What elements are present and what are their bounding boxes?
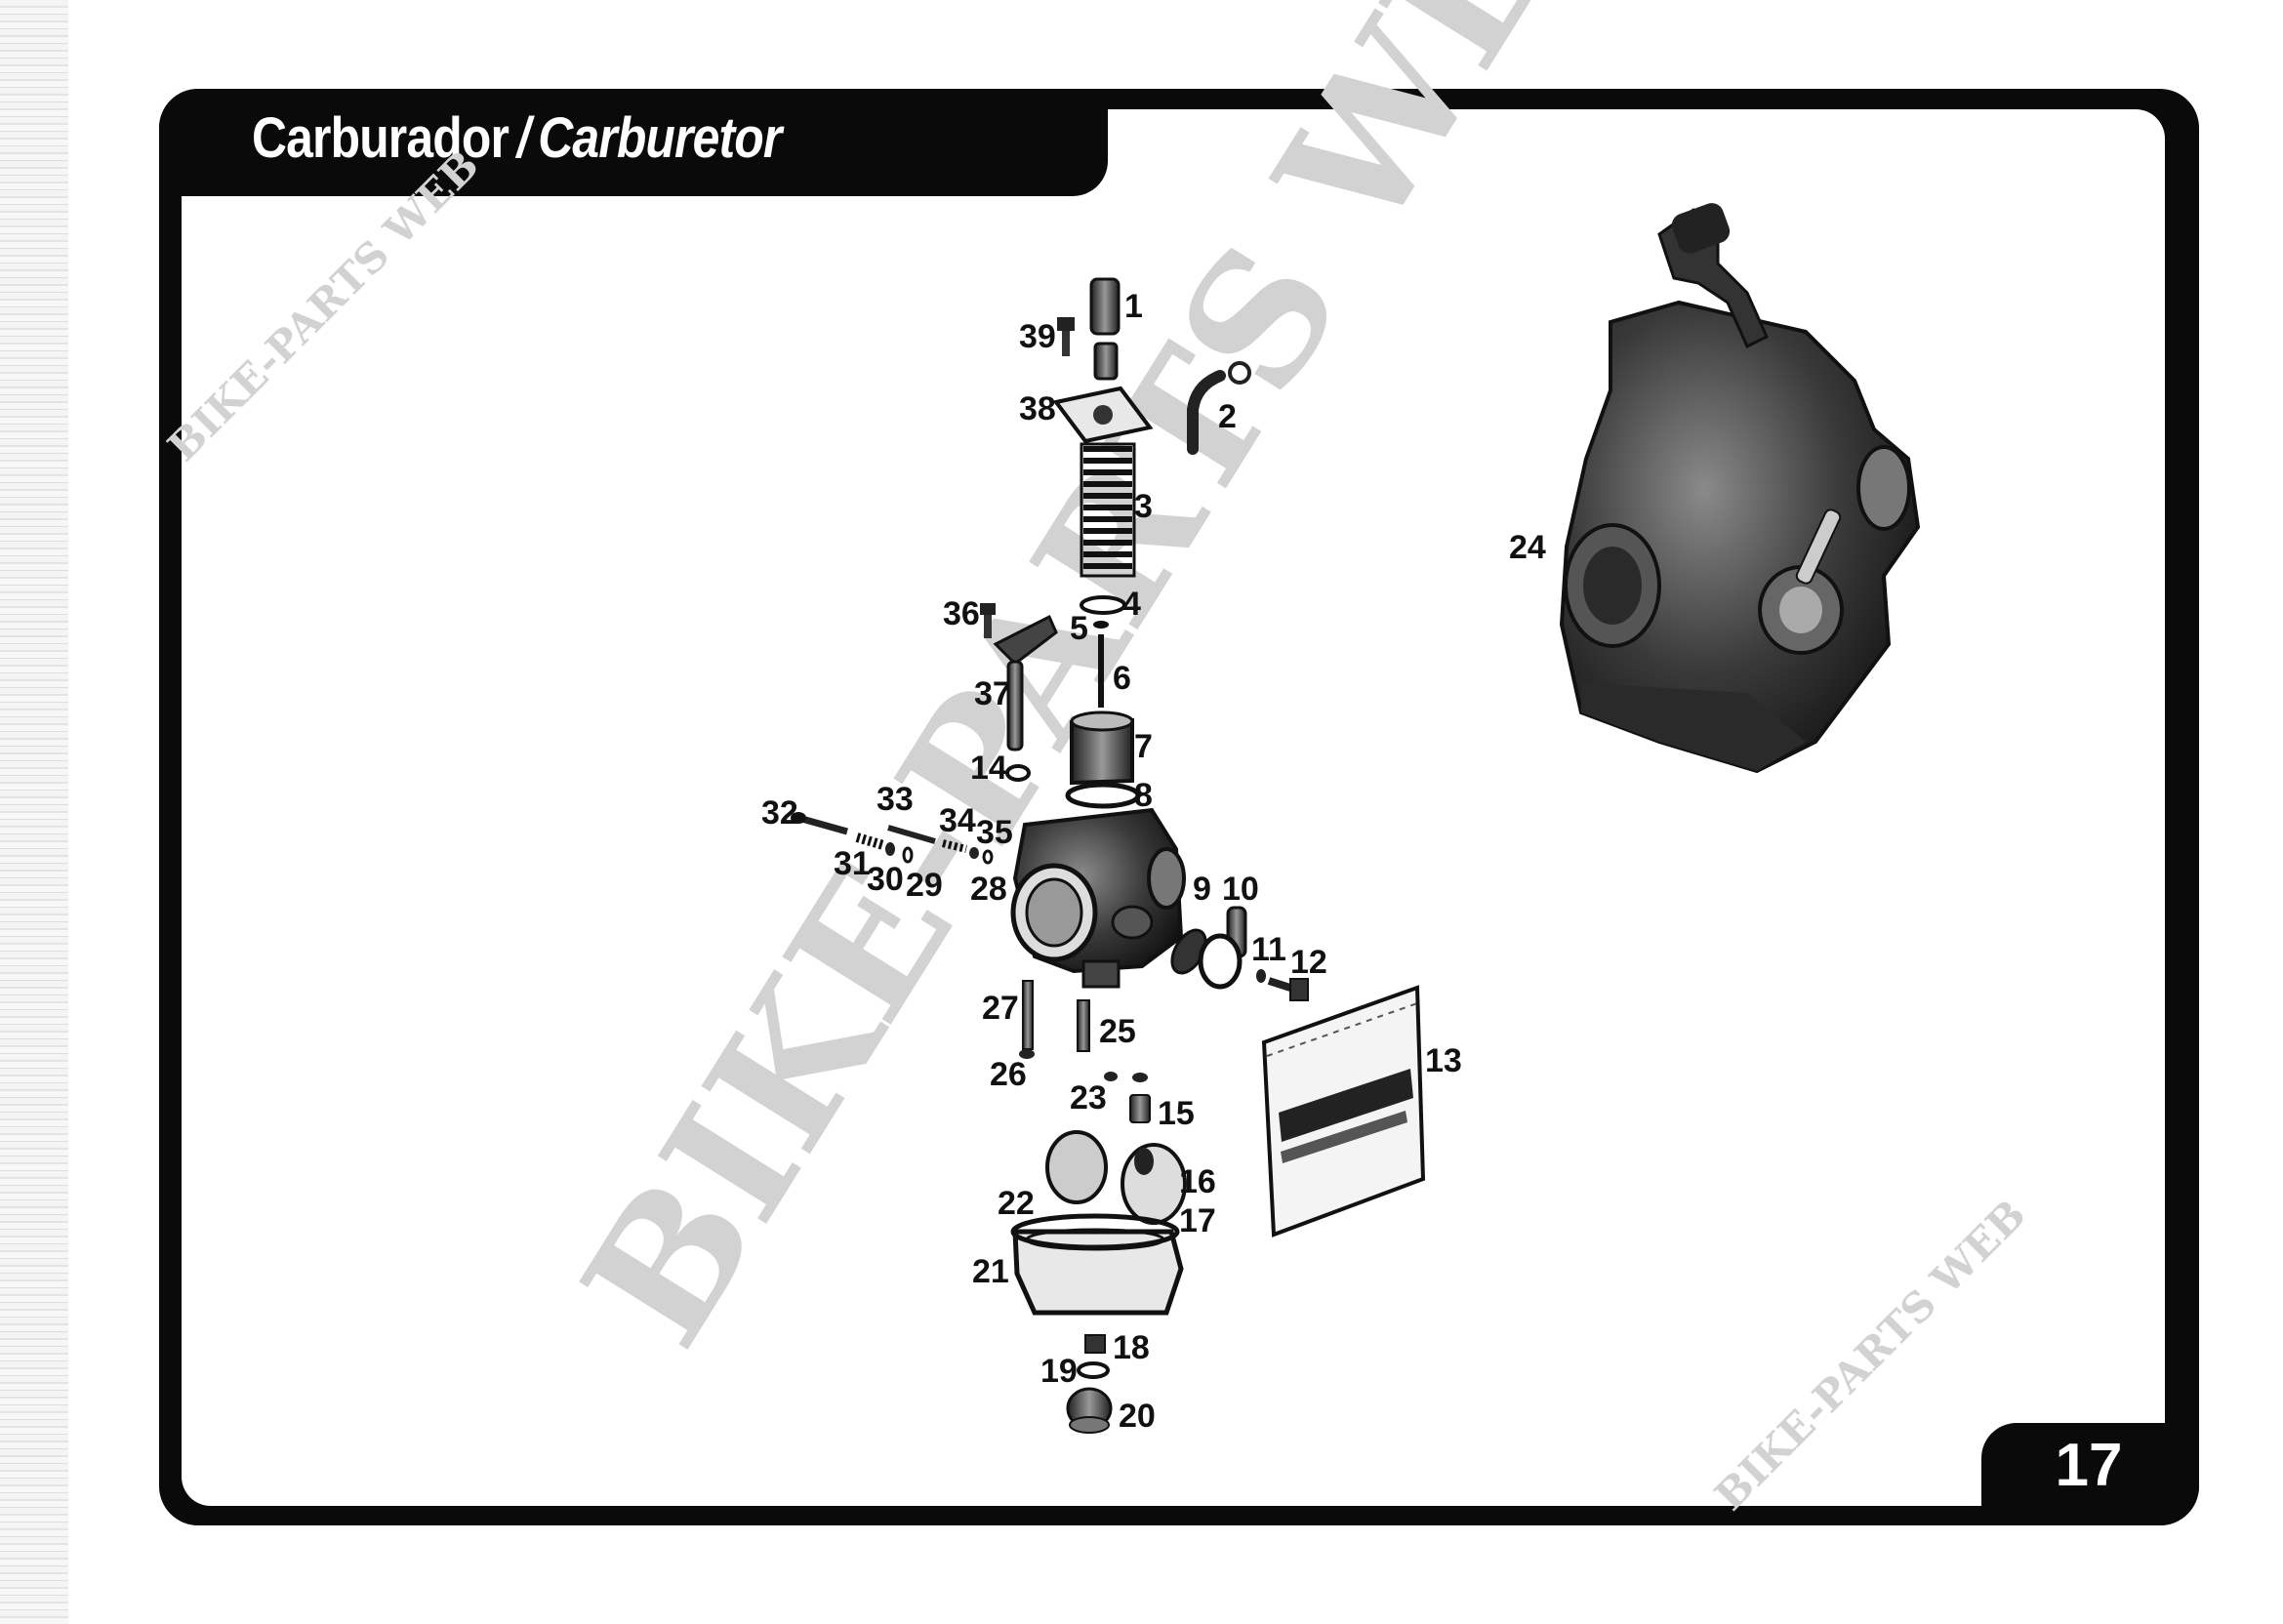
callout-34: 34: [939, 802, 976, 839]
part-4-retainer: [1080, 595, 1126, 615]
callout-36: 36: [943, 595, 980, 632]
callout-7: 7: [1134, 728, 1153, 765]
page-number: 17: [2055, 1432, 2123, 1499]
part-21-float-bowl: [1010, 1213, 1184, 1316]
title-spanish: Carburador: [252, 106, 510, 170]
part-38-cover-plate: [1052, 386, 1154, 444]
callout-19: 19: [1040, 1353, 1078, 1390]
watermark-small-bottom: BIKE-PARTS WEB: [1705, 1191, 2034, 1520]
callout-17: 17: [1179, 1202, 1216, 1239]
title-separator: /: [516, 106, 531, 170]
part-27-jet: [1022, 980, 1034, 1050]
callout-38: 38: [1019, 390, 1056, 427]
callout-31: 31: [834, 845, 871, 882]
part-adjuster: [1093, 342, 1119, 381]
callout-28: 28: [970, 871, 1007, 908]
part-25-jet: [1077, 999, 1090, 1052]
callout-labels: 1 2 3 4 5 6 7 8 9 10 11 12 13 14 15 16 1…: [761, 288, 1546, 1435]
callout-23: 23: [1070, 1079, 1107, 1116]
callout-29: 29: [906, 867, 943, 904]
callout-3: 3: [1134, 488, 1153, 525]
callout-18: 18: [1113, 1329, 1150, 1366]
callout-9: 9: [1193, 871, 1211, 908]
callout-5: 5: [1070, 610, 1088, 647]
part-14-oring: [1005, 764, 1031, 782]
part-5-clip: [1093, 621, 1109, 629]
part-35-washer: [969, 847, 979, 859]
part-19-washer: [1077, 1361, 1110, 1379]
callout-20: 20: [1119, 1398, 1156, 1435]
part-32-screw: [791, 812, 848, 835]
part-18-screw: [1084, 1334, 1106, 1354]
callout-12: 12: [1290, 944, 1327, 981]
part-3-spring: [1080, 442, 1136, 578]
callout-25: 25: [1099, 1013, 1136, 1050]
callout-21: 21: [972, 1253, 1009, 1290]
part-16-17-float: [1121, 1143, 1187, 1225]
callout-1: 1: [1124, 288, 1143, 325]
part-31-spring: [855, 832, 885, 850]
callout-37: 37: [974, 675, 1011, 712]
callout-14: 14: [970, 750, 1007, 787]
callout-2: 2: [1218, 398, 1237, 435]
part-11-washer: [1256, 969, 1266, 983]
callout-30: 30: [867, 861, 904, 898]
callout-8: 8: [1134, 777, 1153, 814]
scan-edge: [0, 0, 68, 1624]
callout-6: 6: [1113, 660, 1131, 697]
part-2-cable-elbow: [1187, 361, 1251, 455]
svg-text:BIKE-PARTS WEB: BIKE-PARTS WEB: [158, 142, 487, 470]
part-36-screw: [980, 603, 996, 638]
part-33-idle-screw: [887, 825, 936, 844]
callout-16: 16: [1179, 1163, 1216, 1200]
page-number-tab: [1981, 1423, 2199, 1525]
part-7-slide: [1070, 710, 1134, 786]
callout-27: 27: [982, 990, 1019, 1027]
part-39-screw: [1057, 317, 1075, 356]
part-13-gasket-kit: [1261, 985, 1426, 1238]
callout-33: 33: [877, 781, 914, 818]
callout-11: 11: [1251, 931, 1286, 968]
callout-13: 13: [1425, 1042, 1462, 1079]
svg-text:BIKE-PARTS WEB: BIKE-PARTS WEB: [1705, 1191, 2034, 1520]
page-title: Carburador/Carburetor: [252, 105, 782, 171]
part-28-oring: [982, 849, 994, 865]
callout-39: 39: [1019, 318, 1056, 355]
part-30-washer: [885, 842, 895, 856]
part-37-choke-lever: [993, 614, 1058, 751]
part-20-drain-plug: [1066, 1387, 1113, 1434]
callout-35: 35: [976, 814, 1013, 851]
watermark-small-top: BIKE-PARTS WEB: [158, 142, 487, 470]
part-15-needle-valve: [1129, 1073, 1151, 1123]
part-34-spring: [942, 839, 967, 853]
callout-32: 32: [761, 794, 798, 832]
title-english: Carburetor: [538, 106, 782, 170]
part-10-fitting: [1198, 906, 1247, 990]
callout-22: 22: [998, 1185, 1035, 1222]
part-29-oring: [902, 846, 914, 864]
callout-4: 4: [1122, 586, 1141, 623]
callout-10: 10: [1222, 871, 1259, 908]
part-12-bolt: [1267, 977, 1309, 1001]
part-8-gasket: [1065, 782, 1141, 809]
callout-26: 26: [990, 1056, 1027, 1093]
part-24-assembled-carburetor: [1559, 203, 1921, 774]
callout-15: 15: [1158, 1095, 1195, 1132]
part-22-float: [1045, 1130, 1108, 1204]
header-tab: [159, 89, 1108, 196]
callout-24: 24: [1509, 529, 1546, 566]
part-carburetor-body: [1010, 807, 1186, 989]
part-1-cap: [1089, 277, 1121, 336]
part-26-oring: [1019, 1049, 1035, 1059]
part-23-pin: [1104, 1072, 1118, 1081]
